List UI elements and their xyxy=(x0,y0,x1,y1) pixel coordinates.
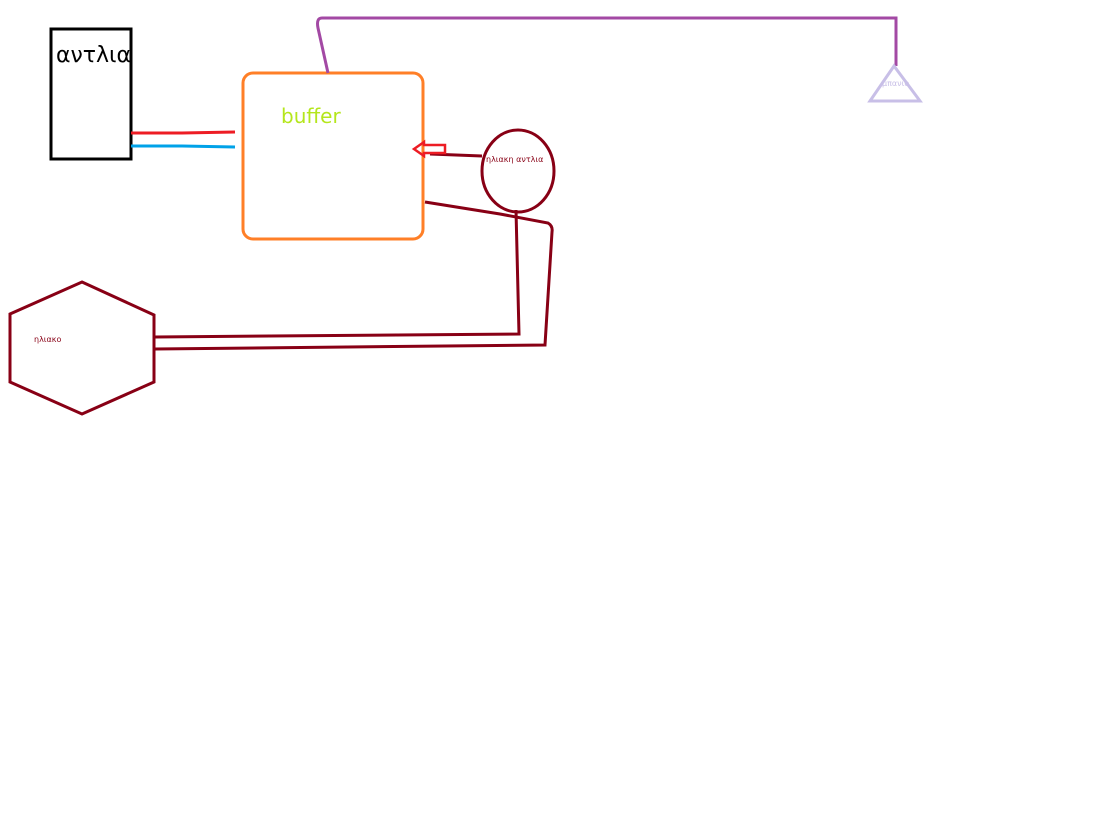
buffer-tank xyxy=(241,71,425,241)
solar-pump-to-buffer-pipe xyxy=(429,152,483,158)
pump-box xyxy=(49,27,133,161)
supply-pipe xyxy=(154,209,521,339)
bath-pipe xyxy=(316,16,898,74)
solar-pump xyxy=(480,128,556,214)
solar-collector xyxy=(8,280,156,416)
bath-triangle xyxy=(867,63,923,103)
solar-label: ηλιακο xyxy=(34,335,62,344)
solar-pump-label: ηλιακη αντλια xyxy=(486,155,543,164)
hot-pipe xyxy=(131,130,236,135)
cold-pipe xyxy=(131,144,236,149)
buffer-label: buffer xyxy=(281,104,341,128)
pump-label: αντλια xyxy=(56,43,131,68)
bath-label: μπανιο xyxy=(882,79,909,88)
return-pipe xyxy=(154,200,554,351)
arrow-icon xyxy=(411,139,447,159)
